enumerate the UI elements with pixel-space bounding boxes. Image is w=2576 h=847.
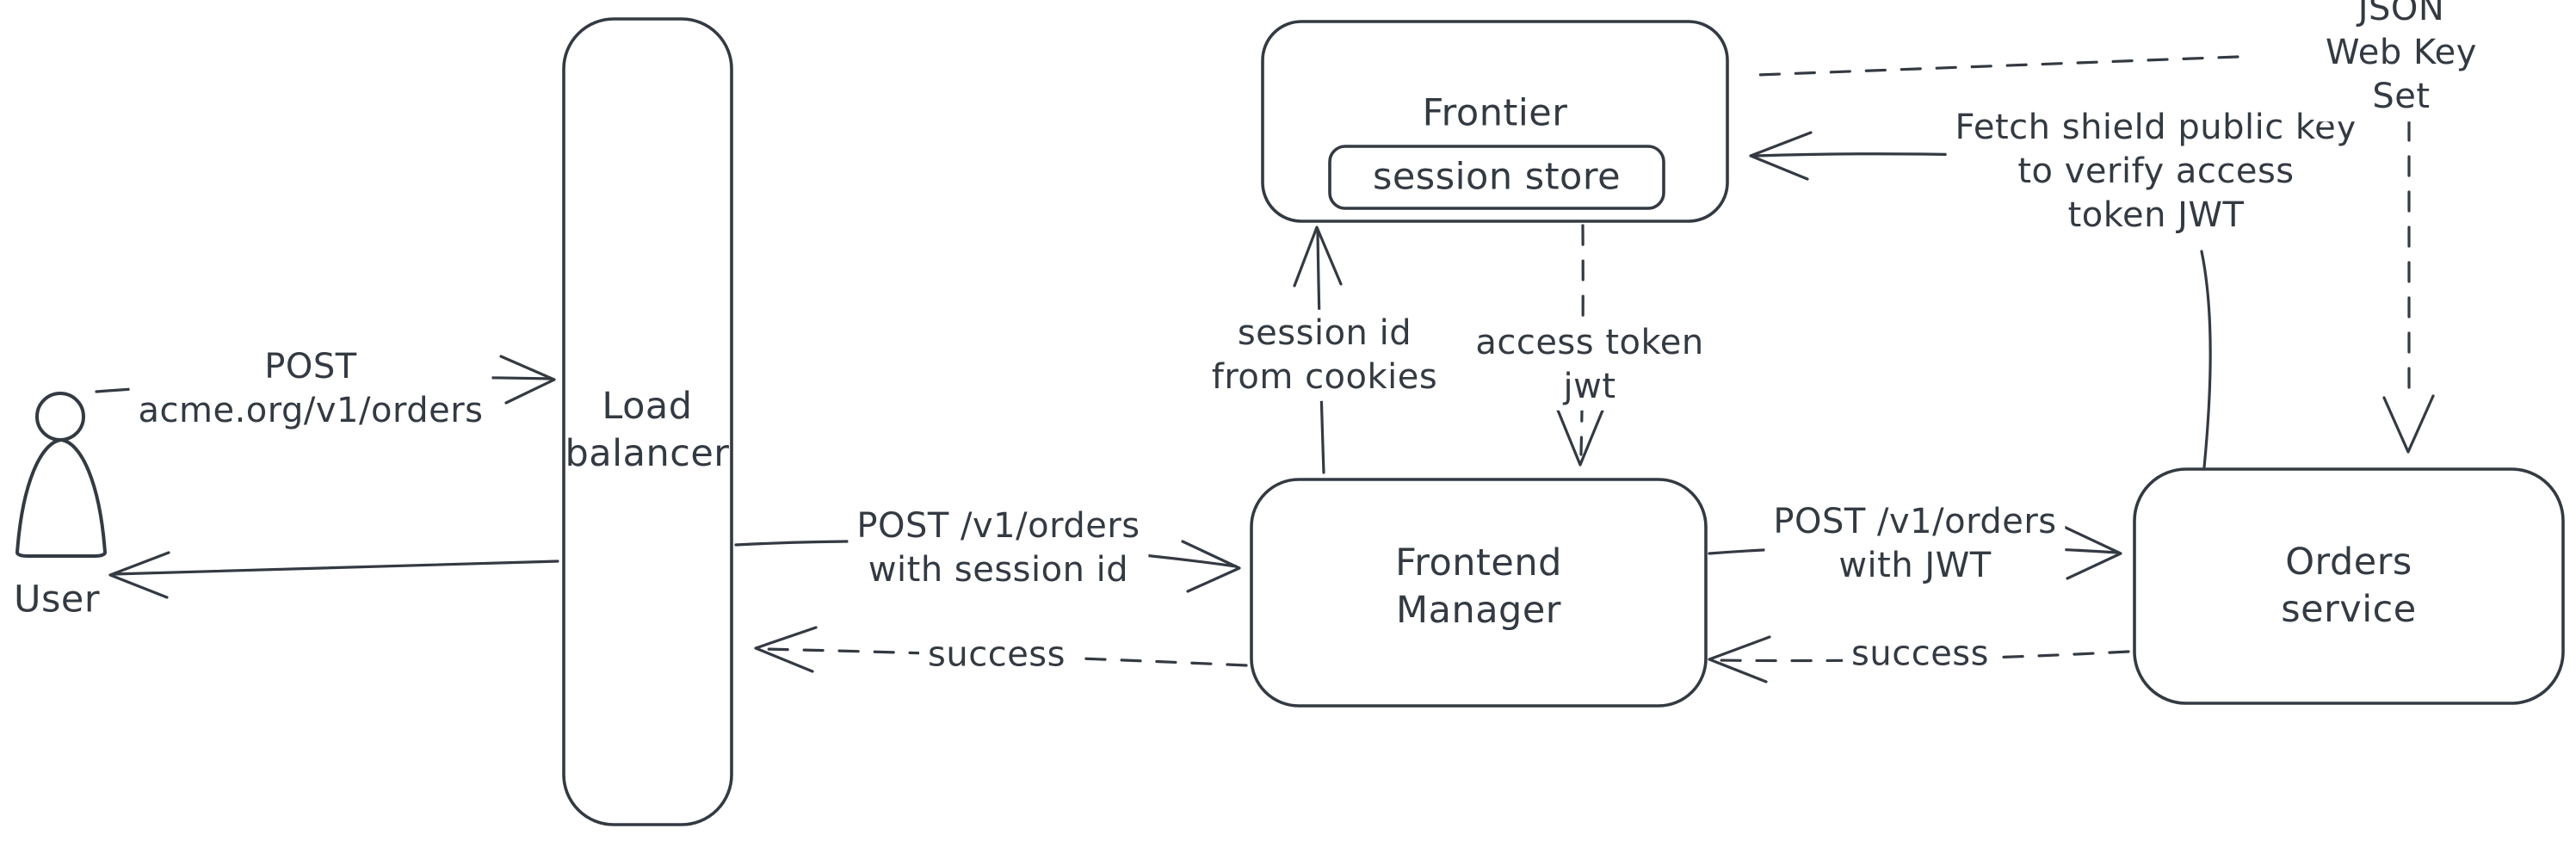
edge-label-access-token-jwt: access token jwt	[1467, 318, 1713, 411]
arrow-fm-to-lb-success	[754, 626, 1248, 673]
frontier-label: Frontier	[1422, 91, 1568, 135]
arrow-jwks-to-orders	[1756, 55, 2435, 454]
session-store-box	[1328, 145, 1665, 210]
load-balancer-label: Load balancer	[565, 384, 730, 475]
user-icon	[15, 392, 107, 558]
frontend-manager-box	[1250, 478, 1708, 708]
edge-label-fetch-shield-key: Fetch shield public key to verify access…	[1946, 104, 2366, 240]
load-balancer-box	[562, 17, 733, 826]
user-label: User	[13, 578, 101, 621]
edge-label-success-left: success	[919, 631, 1074, 679]
orders-service-label: Orders service	[2281, 540, 2417, 631]
edge-label-json-web-key-set: JSON Web Key Set	[2313, 0, 2489, 121]
arrow-lb-to-user	[108, 551, 559, 599]
arrow-orders-to-frontier	[1749, 131, 2212, 469]
frontend-manager-label: Frontend Manager	[1395, 541, 1562, 632]
edge-label-post-acme: POST acme.org/v1/orders	[129, 343, 492, 436]
orders-service-box	[2133, 467, 2565, 705]
edge-label-success-right: success	[1843, 630, 1998, 678]
edge-label-post-jwt: POST /v1/orders with JWT	[1764, 498, 2066, 590]
arrow-orders-to-fm-success	[1708, 635, 2130, 683]
session-store-label: session store	[1372, 155, 1622, 199]
edge-label-post-session-id: POST /v1/orders with session id	[848, 502, 1149, 595]
edge-label-session-id-cookies: session id from cookies	[1202, 309, 1447, 402]
